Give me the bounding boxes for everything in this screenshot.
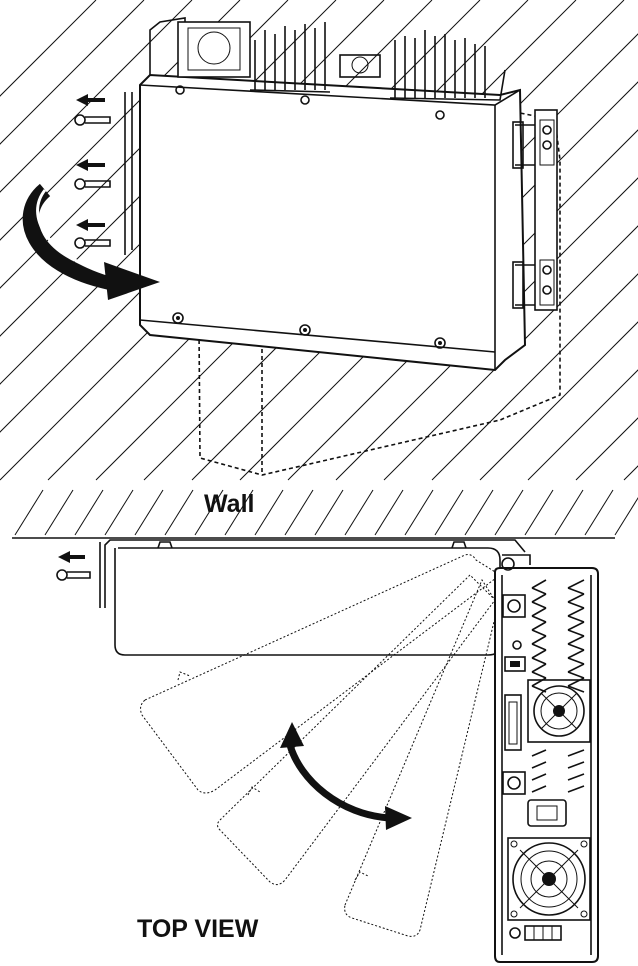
hatch-line (14, 489, 44, 536)
screw-icon (74, 94, 111, 126)
hatch-line (284, 489, 314, 536)
vent-slot (567, 761, 585, 769)
vent-slot (567, 663, 585, 673)
hatch-line (479, 321, 638, 481)
screw-icon (56, 551, 91, 581)
hatch-line (194, 489, 224, 536)
top-view-label: TOP VIEW (137, 915, 259, 943)
vent-slot (531, 579, 547, 589)
hatch-line (134, 489, 164, 536)
left-bracket (124, 92, 133, 255)
vent-slot (531, 601, 547, 609)
hatch-line (374, 489, 404, 536)
lan-port-icon (504, 656, 526, 672)
vent-slot (567, 785, 585, 793)
vent-slot (567, 773, 585, 781)
body-screws (172, 85, 446, 349)
vent-slot (531, 649, 547, 659)
vent-slot (531, 629, 547, 637)
small-fan-icon (339, 54, 381, 78)
vent-slot (567, 749, 585, 757)
vent-slot (567, 643, 585, 651)
hatch-line (164, 489, 194, 536)
vent-slot (531, 785, 547, 793)
hatch-line (0, 0, 145, 145)
curved-arrow-icon (22, 183, 160, 300)
vent-slot (567, 601, 585, 609)
vent-slot (567, 607, 585, 617)
lower-wall-hatching (14, 489, 638, 536)
heatsink-left (249, 22, 331, 93)
unit-body (139, 17, 527, 372)
vent-slot (567, 671, 585, 679)
hatch-line (554, 489, 584, 536)
hatch-line (314, 489, 344, 536)
hatch-line (335, 177, 638, 481)
top-view-unit-against-wall (56, 539, 526, 656)
terminal-strip-icon (509, 925, 562, 941)
upper-screws (74, 94, 111, 249)
hatch-line (44, 489, 74, 536)
hatch-line (254, 489, 284, 536)
bottom-fan-icon (507, 837, 591, 921)
vent-slot (531, 671, 547, 679)
hatch-line (383, 225, 638, 481)
vent-slot (531, 773, 547, 781)
hatch-line (404, 489, 434, 536)
vent-slots (531, 579, 585, 793)
vent-slot (531, 615, 547, 623)
hatch-line (584, 489, 614, 536)
hinge-icon (512, 109, 558, 311)
rear-fan-icon (527, 679, 591, 743)
hatch-line (614, 497, 638, 536)
unit-rear-panel (494, 554, 599, 963)
hatch-line (524, 489, 554, 536)
vent-slot (567, 685, 585, 693)
vent-slot (531, 663, 547, 673)
hatch-line (434, 489, 464, 536)
top-fan-icon (177, 21, 251, 78)
hatch-line (0, 0, 97, 97)
hatch-line (224, 489, 254, 536)
vent-slot (567, 635, 585, 645)
swing-arrow-icon (280, 722, 412, 830)
hatch-line (575, 417, 638, 481)
antenna-connector-icon (502, 594, 526, 618)
screw-icon (74, 159, 111, 190)
swing-outlines (140, 554, 501, 937)
vent-slot (567, 615, 585, 623)
vent-slot (567, 621, 585, 631)
vent-slot (531, 587, 547, 595)
wall-label: Wall (204, 490, 255, 518)
vent-slot (567, 579, 585, 589)
db-connector-icon (504, 694, 522, 751)
vent-slot (531, 621, 547, 631)
hatch-line (527, 369, 638, 481)
vent-slot (531, 607, 547, 617)
hatch-line (344, 489, 374, 536)
heatsink-right (389, 30, 506, 101)
vent-slot (567, 649, 585, 659)
hatch-line (494, 489, 524, 536)
hatch-line (431, 273, 638, 481)
vent-slot (531, 657, 547, 665)
vent-slot (531, 593, 547, 603)
vent-slot (531, 761, 547, 769)
hatch-line (464, 489, 494, 536)
hatch-line (287, 129, 638, 481)
vent-slot (531, 635, 547, 645)
hatch-line (104, 489, 134, 536)
vent-slot (531, 643, 547, 651)
hatch-line (623, 465, 638, 481)
hatch-line (74, 489, 104, 536)
vent-slot (567, 657, 585, 665)
vent-slot (567, 593, 585, 603)
vent-slot (567, 629, 585, 637)
screw-icon (74, 219, 111, 249)
hatch-line (0, 0, 193, 193)
vent-slot (531, 749, 547, 757)
vent-slot (567, 587, 585, 595)
power-inlet-icon (527, 799, 567, 827)
